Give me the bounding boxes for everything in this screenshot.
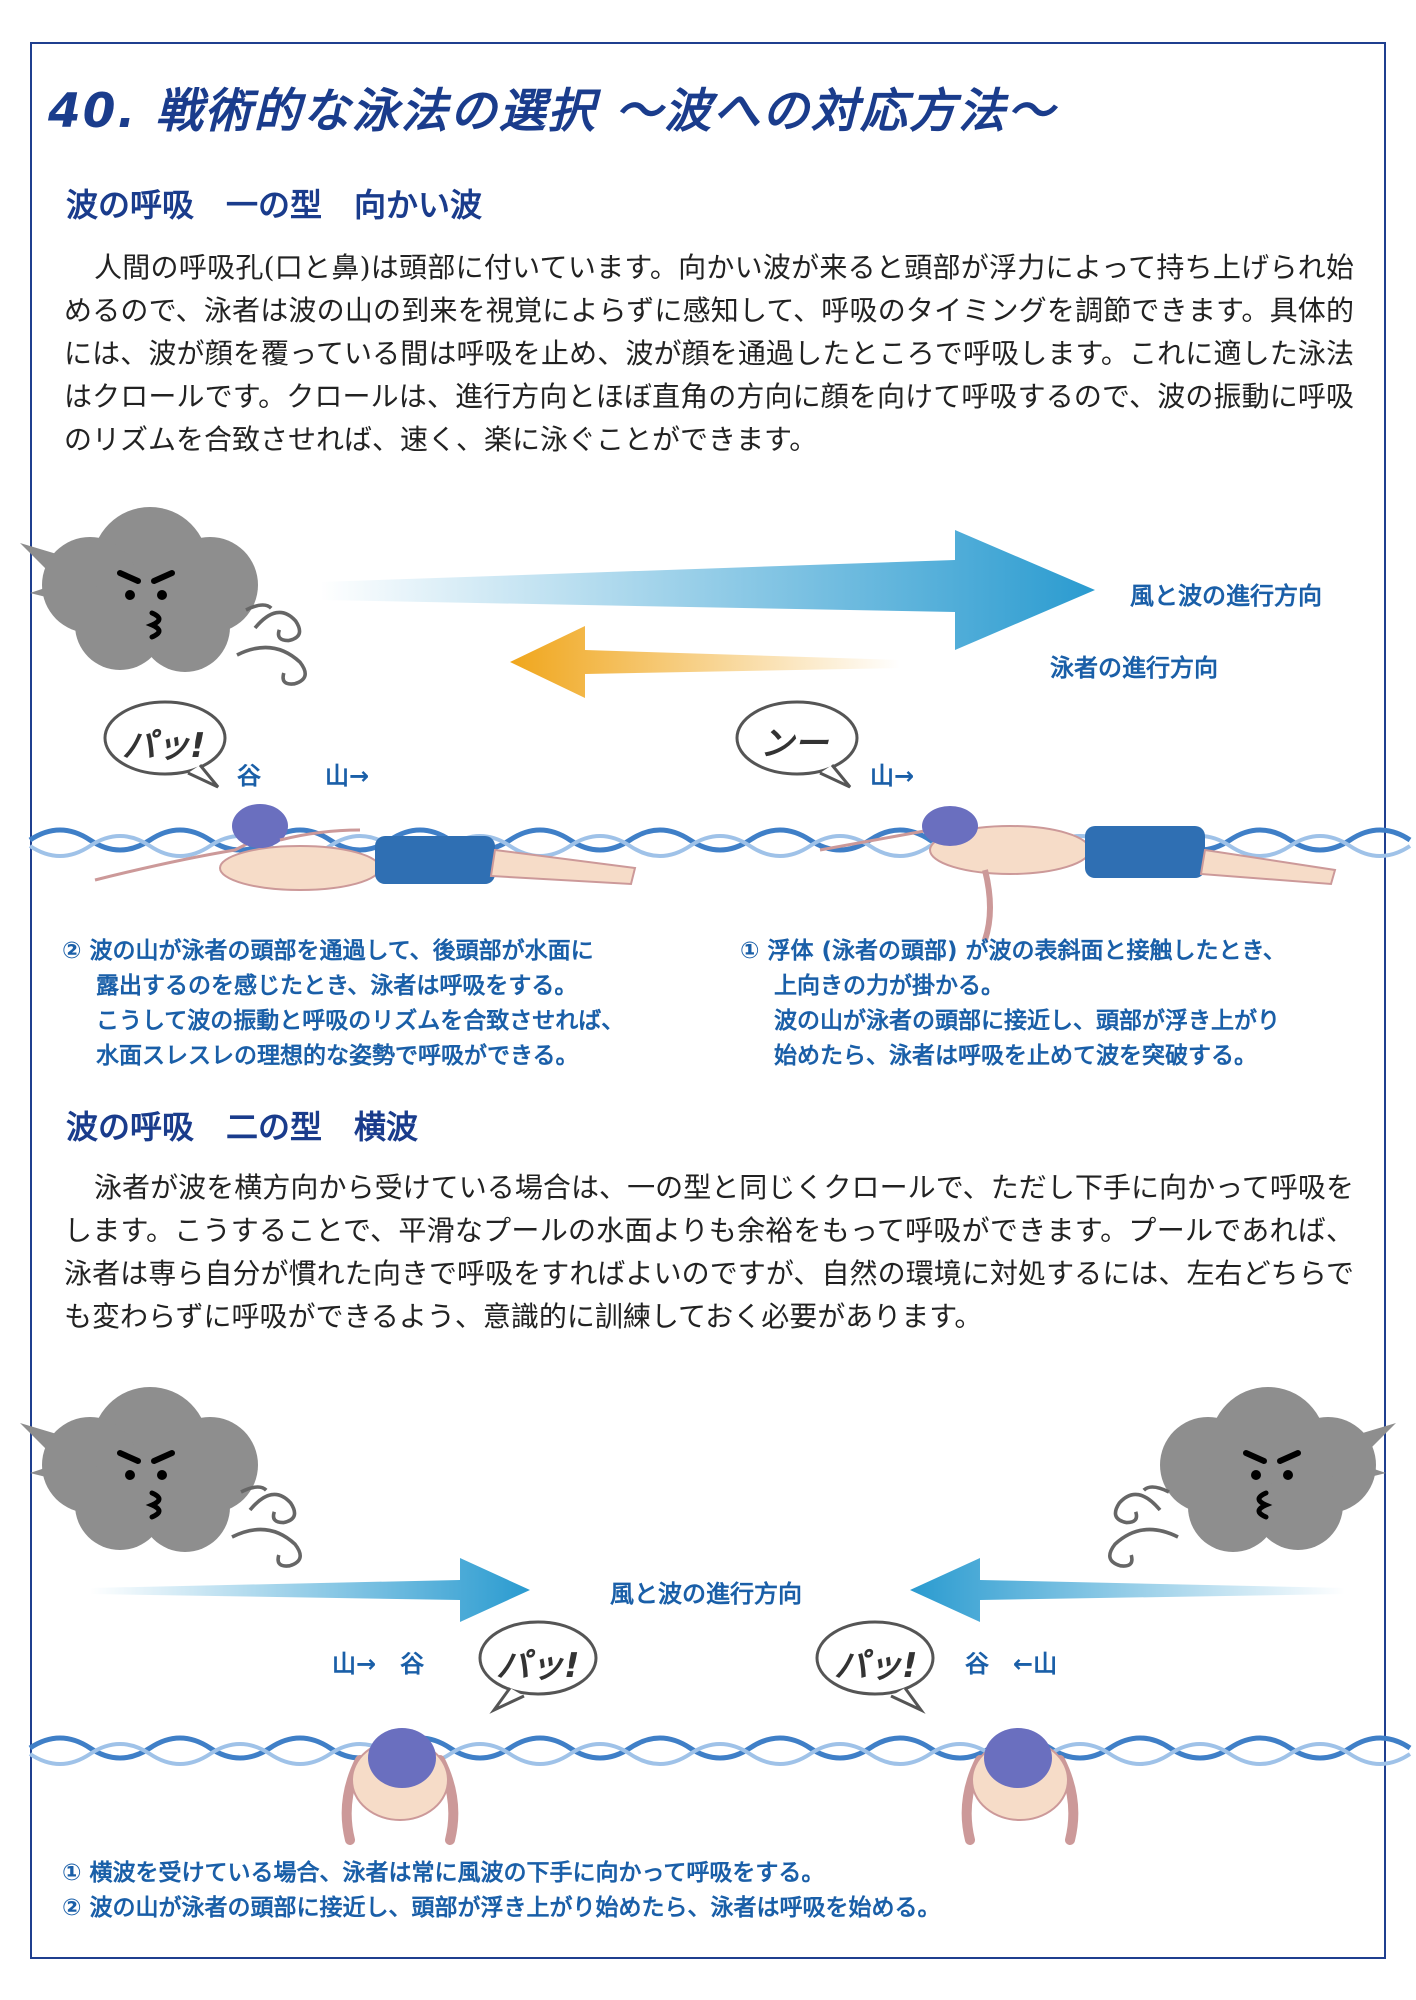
caption-right-line4: 始めたら、泳者は呼吸を止めて波を突破する。 [774, 1043, 1257, 1069]
page-title: 40. 戦術的な泳法の選択 〜波への対応方法〜 [48, 84, 1056, 139]
caption-left-line3: こうして波の振動と呼吸のリズムを合致させれば、 [96, 1008, 625, 1034]
arrow-wind-wave-right [320, 530, 1095, 650]
speech-bubble-text-2: ンー [760, 724, 828, 764]
wind-swirl-icon-3 [1108, 1485, 1180, 1568]
wind-wave-direction-label: 風と波の進行方向 [1130, 582, 1322, 610]
arrow-swimmer-left [510, 626, 900, 698]
section1-heading: 波の呼吸 一の型 向かい波 [66, 186, 483, 224]
swimmer-icon-2 [819, 806, 1337, 941]
caption-right-line1: ① 浮体 (泳者の頭部) が波の表斜面と接触したとき、 [740, 938, 1286, 964]
cloud-icon-1 [20, 507, 258, 672]
crest-label-left: 山→ [325, 762, 370, 790]
speech-bubble-icon-1 [103, 700, 227, 789]
page-frame [30, 42, 1386, 1959]
trough-label: 谷 [237, 762, 261, 790]
crest-trough-label-right: 谷 ←山 [965, 1650, 1058, 1678]
crest-trough-label-left: 山→ 谷 [332, 1650, 425, 1678]
speech-bubble-icon-2 [735, 700, 859, 789]
caption-left-line2: 露出するのを感じたとき、泳者は呼吸をする。 [96, 973, 578, 999]
swimmer-icon-1 [94, 804, 637, 891]
swimmer-direction-label: 泳者の進行方向 [1050, 654, 1218, 682]
wind-wave-direction-label-2: 風と波の進行方向 [610, 1580, 802, 1608]
crest-label-right: 山→ [870, 762, 915, 790]
caption-bottom-line1: ① 横波を受けている場合、泳者は常に風波の下手に向かって呼吸をする。 [62, 1860, 825, 1886]
arrow-wind-wave-right-2 [90, 1558, 530, 1622]
speech-bubble-text-3: パッ! [496, 1646, 580, 1686]
caption-left-line1: ② 波の山が泳者の頭部を通過して、後頭部が水面に [62, 938, 594, 964]
caption-left: ② 波の山が泳者の頭部を通過して、後頭部が水面に 露出するのを感じたとき、泳者は… [62, 934, 624, 1074]
caption-bottom-line2: ② 波の山が泳者の頭部に接近し、頭部が浮き上がり始めたら、泳者は呼吸を始める。 [62, 1895, 941, 1921]
section2-body: 泳者が波を横方向から受けている場合は、一の型と同じくクロールで、ただし下手に向か… [64, 1171, 1354, 1333]
caption-right-line2: 上向きの力が掛かる。 [774, 973, 1004, 999]
caption-right-line3: 波の山が泳者の頭部に接近し、頭部が浮き上がり [774, 1008, 1280, 1034]
caption-left-line4: 水面スレスレの理想的な姿勢で呼吸ができる。 [96, 1043, 579, 1069]
swimmer-front-icon-1 [341, 1728, 459, 1845]
speech-bubble-icon-4 [815, 1620, 935, 1714]
caption-bottom: ① 横波を受けている場合、泳者は常に風波の下手に向かって呼吸をする。 ② 波の山… [62, 1856, 940, 1926]
cloud-icon-3 [1160, 1387, 1396, 1552]
wave-line-4 [28, 1742, 1412, 1766]
speech-bubble-icon-3 [478, 1620, 598, 1714]
caption-right: ① 浮体 (泳者の頭部) が波の表斜面と接触したとき、 上向きの力が掛かる。 波… [740, 934, 1286, 1074]
wind-swirl-icon-1 [235, 603, 307, 686]
swimmer-front-icon-2 [961, 1728, 1079, 1845]
section1-body: 人間の呼吸孔(口と鼻)は頭部に付いています。向かい波が来ると頭部が浮力によって持… [64, 251, 1354, 456]
cloud-icon-2 [20, 1387, 258, 1552]
section2-heading: 波の呼吸 二の型 横波 [66, 1108, 419, 1146]
wave-line-3 [28, 1735, 1412, 1761]
arrow-wind-wave-left-2 [910, 1558, 1345, 1622]
speech-bubble-text-4: パッ! [834, 1646, 918, 1686]
speech-bubble-text-1: パッ! [122, 726, 206, 766]
